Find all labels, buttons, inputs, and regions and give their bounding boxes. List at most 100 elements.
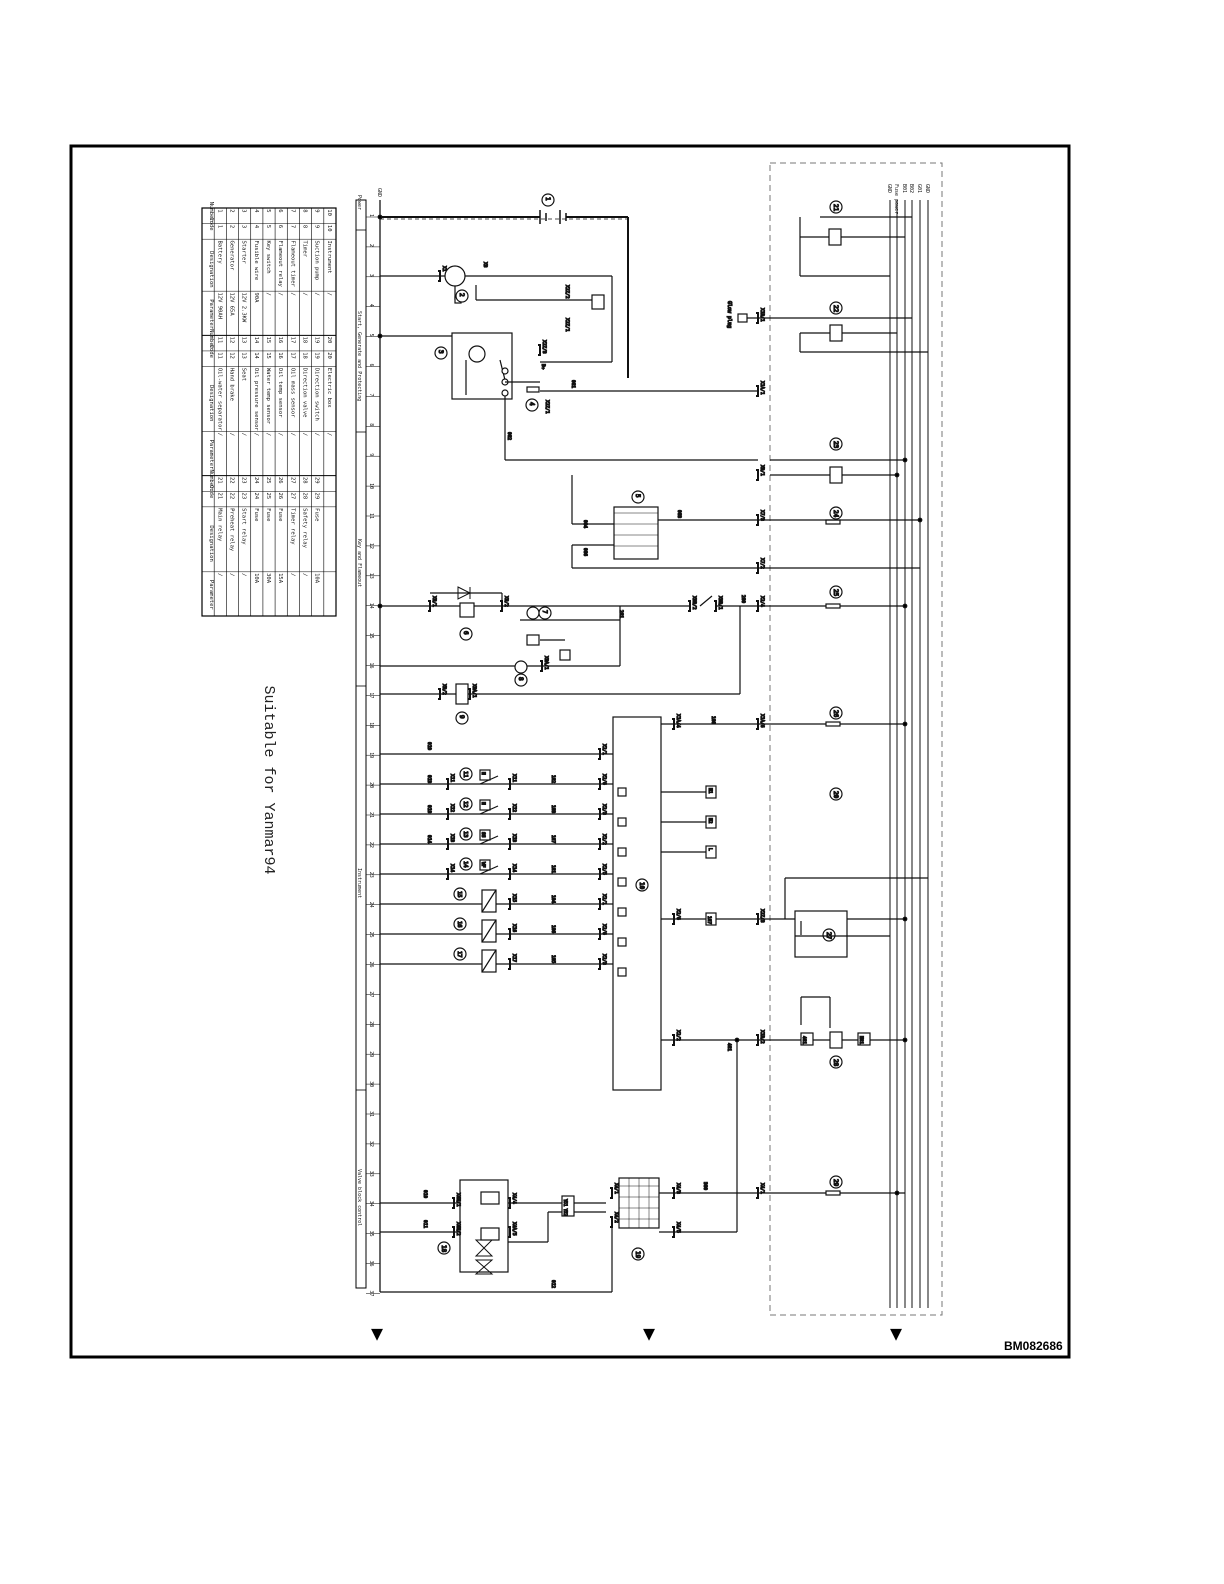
connector-label: X1: [441, 266, 447, 272]
indicator-label: Y51 Y52: [563, 1199, 568, 1216]
table-header-cell: Number: [208, 469, 214, 490]
table-cell: 17: [289, 352, 295, 359]
indicator-label: N01: [858, 1036, 864, 1044]
rail-number: 18: [368, 722, 374, 728]
table-cell: /: [326, 433, 332, 436]
table-cell: Flameout relay: [277, 240, 283, 287]
ground-label: GND: [376, 188, 382, 197]
section-label: Instrument: [356, 868, 362, 898]
rail-number: 14: [368, 603, 374, 609]
table-cell: 25: [265, 477, 271, 484]
wire-label: 103: [550, 805, 556, 813]
rail-number: 36: [368, 1261, 374, 1267]
connector-label: X1B/2: [759, 1030, 765, 1044]
table-cell: Electric box: [326, 368, 332, 408]
table-cell: 13: [241, 352, 247, 359]
connector-label: X8/1: [431, 596, 437, 607]
connector-label: X3: [482, 262, 488, 268]
wire-label: 104: [550, 895, 556, 903]
connector-label: X16: [511, 924, 517, 932]
table-header-cell: Code: [208, 345, 214, 358]
component-callout: 23: [832, 441, 839, 449]
connector-label: X2/6: [601, 924, 607, 935]
rail-number: 12: [368, 543, 374, 549]
wire-label: 101: [550, 865, 556, 873]
table-cell: 23: [241, 493, 247, 500]
table-header-cell: Parameter: [208, 299, 214, 329]
connector-label: X2/2: [601, 834, 607, 845]
arrow-marker-center: ▼: [643, 1321, 655, 1345]
table-cell: 3: [241, 225, 247, 228]
table-cell: 28: [302, 493, 308, 500]
rail-number: 19: [368, 752, 374, 758]
rail-number: 27: [368, 991, 374, 997]
connector-label: X4/1: [759, 1183, 765, 1194]
table-header-cell: Code: [208, 485, 214, 498]
connector-label: X7/3: [759, 510, 765, 521]
table-cell: Main relay: [216, 508, 222, 542]
connector-label: X2Z/3: [541, 340, 547, 354]
table-cell: 13: [241, 337, 247, 344]
connector-label: X8A/1: [471, 684, 477, 698]
table-cell: Fuse: [253, 508, 259, 521]
component-callout: 7: [541, 610, 548, 614]
table-cell: 20: [326, 352, 332, 359]
rail-number: 1: [368, 214, 374, 217]
table-cell: Starter: [241, 240, 247, 264]
rail-number: 9: [368, 453, 374, 456]
wire-label: 102: [550, 775, 556, 783]
table-cell: 16: [277, 337, 283, 344]
connector-label: X2/5: [601, 864, 607, 875]
table-cell: 18: [302, 337, 308, 344]
component-callout: 15: [456, 891, 462, 898]
wire-label: 018: [426, 805, 432, 813]
table-cell: /: [302, 573, 308, 576]
connector-label: X17: [511, 954, 517, 962]
table-cell: 19: [314, 352, 320, 359]
table-cell: 10: [326, 209, 332, 216]
table-header-cell: Designation: [208, 525, 214, 561]
wire-label: 106: [550, 925, 556, 933]
page-frame: [69, 144, 1071, 1359]
wire-label: 105: [550, 955, 556, 963]
table-cell: 12: [228, 352, 234, 359]
table-cell: 25: [265, 493, 271, 500]
table-cell: 2: [228, 209, 234, 212]
wire-label: 300: [702, 1182, 708, 1190]
document-id: BM082686: [1004, 1339, 1063, 1353]
rail-number: 17: [368, 692, 374, 698]
rail-number: 25: [368, 932, 374, 938]
connector-label: X8/2: [503, 596, 509, 607]
connector-label: X1A/4: [675, 714, 681, 728]
connector-label: X1B/1: [759, 308, 765, 322]
table-header-cell: Number: [208, 202, 214, 223]
rail-number: 5: [368, 334, 374, 337]
component-callout: 22: [832, 305, 839, 313]
connector-label: X14: [511, 864, 517, 872]
component-callout: 26: [832, 710, 839, 718]
table-cell: 12V 2.3KW: [241, 292, 247, 322]
connector-label: X4/3: [675, 1183, 681, 1194]
table-cell: 26: [277, 477, 283, 484]
table-cell: 12V 65A: [228, 292, 234, 316]
table-cell: 29: [314, 477, 320, 484]
table-cell: Timer: [302, 240, 308, 257]
connector-label: X4/2: [613, 1212, 619, 1223]
table-cell: 2: [228, 225, 234, 228]
diagram-title: Suitable for Yanmar94: [260, 685, 277, 875]
component-callout: 5: [634, 494, 641, 498]
component-callout: 11: [462, 771, 468, 778]
connector-label: X2/6: [675, 909, 681, 920]
table-cell: 4: [253, 225, 259, 229]
wire-label: 013: [426, 775, 432, 783]
connector-label: X11: [511, 774, 517, 782]
connector-label: X8A/1: [543, 656, 549, 670]
bus-label: Fuse power: [893, 184, 899, 214]
wire-label: 006: [582, 548, 588, 556]
rail-number: 32: [368, 1141, 374, 1147]
connector-label: X12: [511, 804, 517, 812]
rail-number: 28: [368, 1021, 374, 1027]
component-callout: 29: [832, 1179, 839, 1187]
section-label: Power: [356, 195, 362, 210]
